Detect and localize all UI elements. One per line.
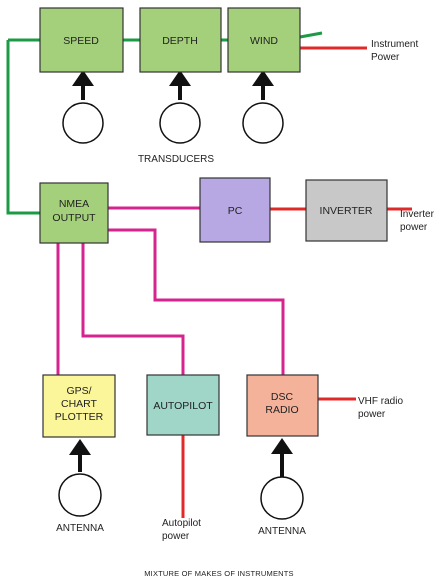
gps-label-line1: GPS/ — [66, 385, 91, 397]
dsc-label-line2: RADIO — [265, 404, 298, 416]
transducer-circle — [242, 102, 284, 144]
dsc-antenna — [260, 438, 304, 520]
depth-transducer — [159, 70, 201, 144]
nmea-label-line2: OUTPUT — [52, 212, 96, 224]
pc-box — [199, 177, 271, 243]
depth-label: DEPTH — [162, 35, 198, 47]
speed-box — [39, 7, 124, 73]
arrow-head — [72, 70, 94, 86]
arrow-head — [169, 70, 191, 86]
wind-transducer — [242, 70, 284, 144]
autopilot-power-label-line1: Autopilot — [162, 518, 201, 529]
nmea-dsc-line — [108, 228, 285, 375]
instrument-power-label-line2: Power — [371, 52, 400, 63]
dsc-antenna-label: ANTENNA — [258, 526, 306, 537]
inverter-power-label-line2: power — [400, 222, 428, 233]
wind-box — [227, 7, 301, 73]
inverter-power-label-line1: Inverter — [400, 209, 435, 220]
arrow-head — [252, 70, 274, 86]
instrument-power-label-line1: Instrument — [371, 39, 418, 50]
transducer-circle — [62, 102, 104, 144]
wind-label: WIND — [250, 35, 278, 47]
nmea-output-box — [39, 182, 109, 244]
wind-bus-stub — [299, 31, 323, 39]
inverter-box — [305, 179, 388, 242]
autopilot-box — [146, 374, 220, 436]
antenna-circle — [260, 476, 304, 520]
autopilot-power-label-line2: power — [162, 531, 190, 542]
vhf-power-label-line2: power — [358, 409, 386, 420]
inverter-label: INVERTER — [320, 205, 373, 217]
depth-box — [139, 7, 222, 73]
dsc-radio-box — [246, 374, 319, 437]
pc-label: PC — [228, 205, 243, 217]
instrument-bus-line — [6, 40, 40, 215]
arrow-head — [271, 438, 293, 454]
dsc-label-line1: DSC — [271, 391, 294, 403]
diagram-caption: MIXTURE OF MAKES OF INSTRUMENTS — [144, 569, 294, 578]
speed-label: SPEED — [63, 35, 99, 47]
antenna-circle — [58, 473, 102, 517]
arrow-head — [69, 439, 91, 455]
transducer-circle — [159, 102, 201, 144]
gps-antenna-label: ANTENNA — [56, 523, 104, 534]
nmea-label-line1: NMEA — [59, 198, 89, 210]
autopilot-label: AUTOPILOT — [153, 400, 213, 412]
gps-label-line3: PLOTTER — [55, 411, 104, 423]
transducers-label: TRANSDUCERS — [138, 154, 214, 165]
speed-transducer — [62, 70, 104, 144]
vhf-power-label-line1: VHF radio — [358, 396, 403, 407]
gps-label-line2: CHART — [61, 398, 98, 410]
gps-chartplotter-box — [42, 374, 116, 438]
nmea-autopilot-line — [81, 243, 185, 375]
gps-antenna — [58, 439, 102, 517]
